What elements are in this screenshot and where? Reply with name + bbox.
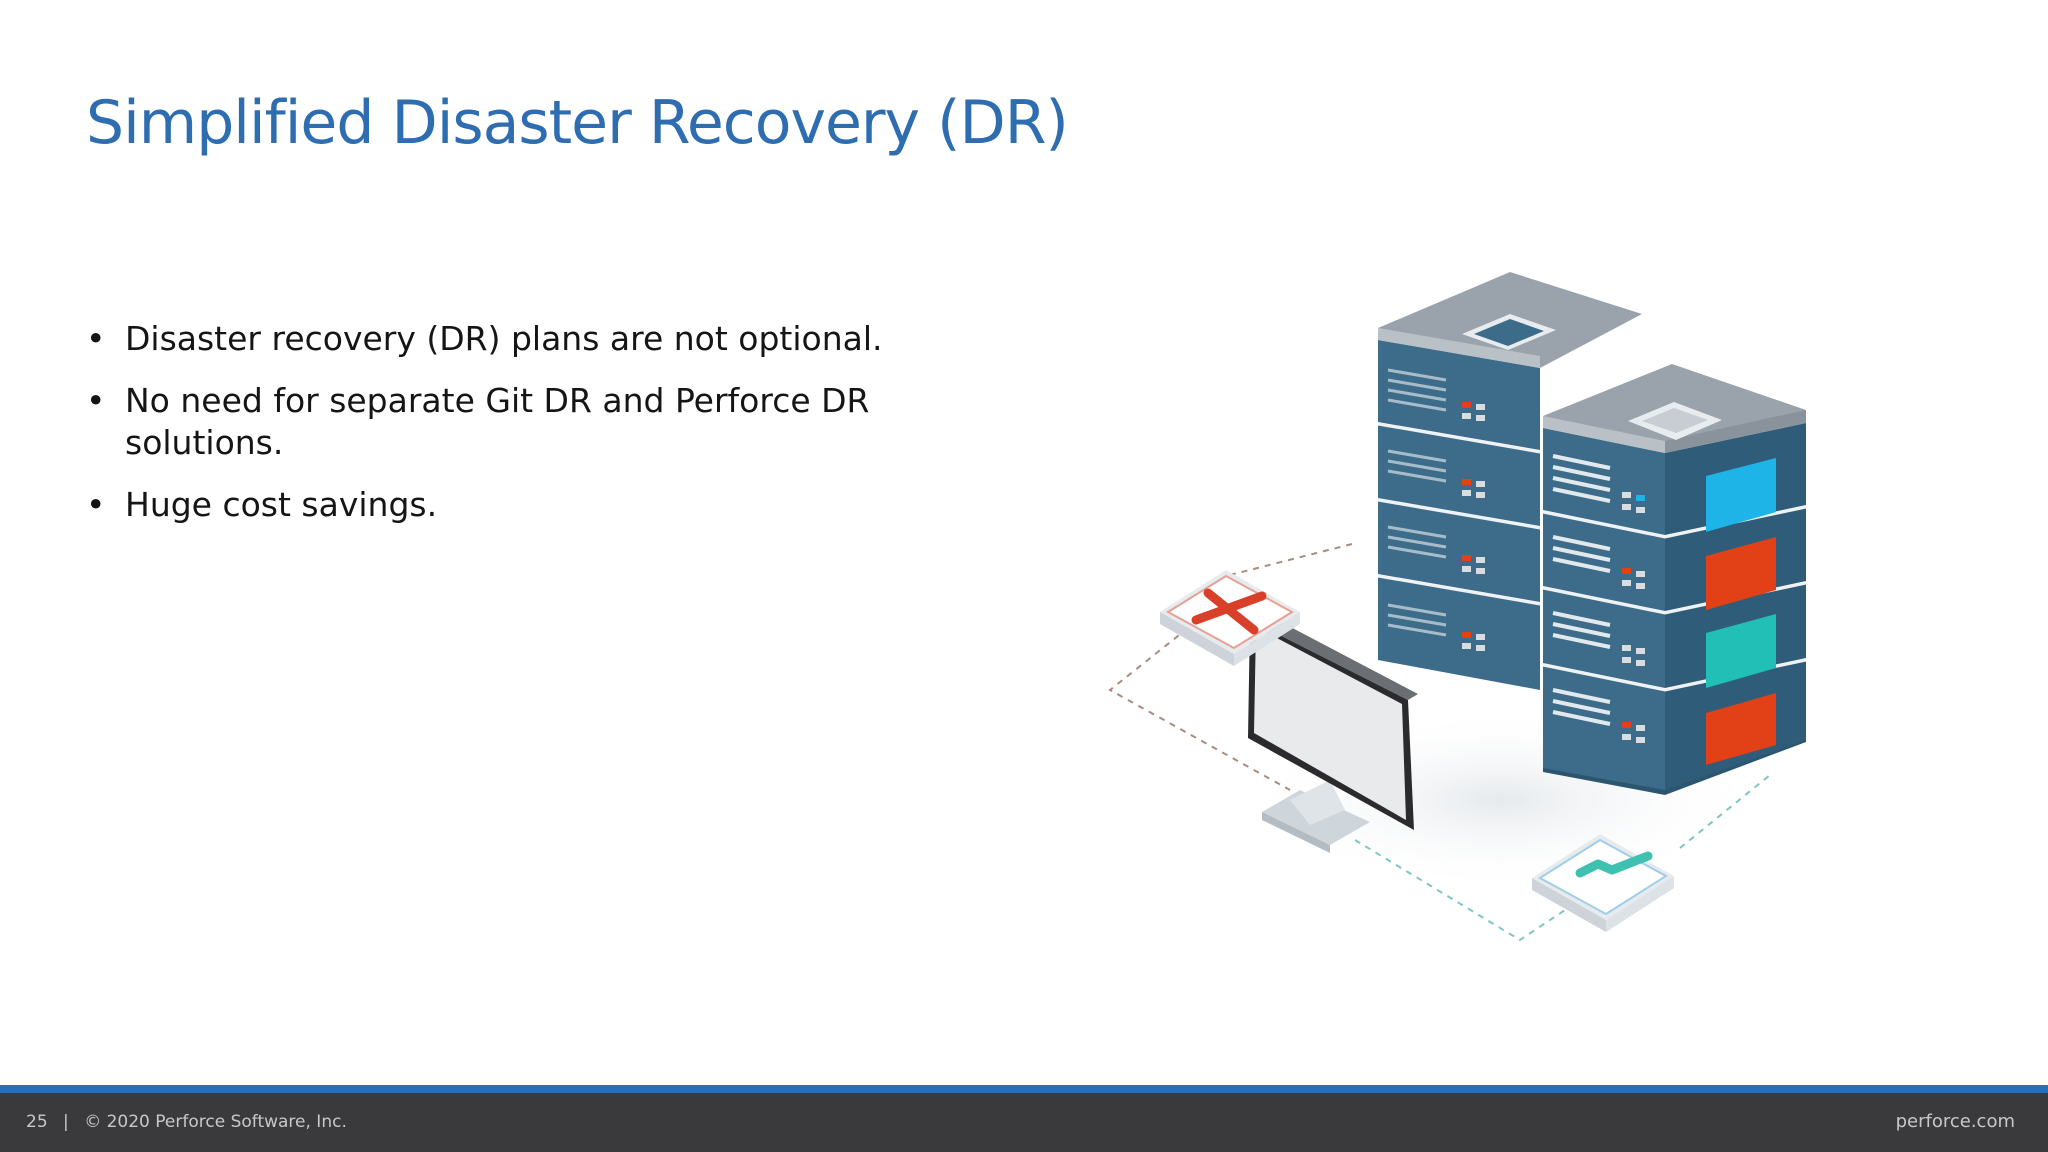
bullet-icon: • bbox=[86, 319, 106, 358]
bullet-text: Disaster recovery (DR) plans are not opt… bbox=[125, 319, 883, 358]
slide-footer: 25 | © 2020 Perforce Software, Inc. perf… bbox=[0, 1093, 2048, 1152]
monitor-icon bbox=[1248, 612, 1418, 853]
server-stack-icon bbox=[1542, 364, 1807, 795]
bullet-text: Huge cost savings. bbox=[125, 485, 438, 524]
page-number: 25 bbox=[26, 1112, 48, 1132]
bullet-list: • Disaster recovery (DR) plans are not o… bbox=[86, 318, 906, 546]
bullet-text: No need for separate Git DR and Perforce… bbox=[125, 381, 870, 462]
footer-accent-stripe bbox=[0, 1085, 2048, 1093]
bullet-item: • Disaster recovery (DR) plans are not o… bbox=[86, 318, 906, 360]
success-check-icon bbox=[1532, 834, 1674, 932]
bullet-item: • No need for separate Git DR and Perfor… bbox=[86, 380, 906, 464]
disaster-recovery-illustration bbox=[1108, 272, 1807, 942]
failure-x-icon bbox=[1160, 570, 1300, 666]
server-stack-icon bbox=[1377, 272, 1642, 690]
copyright-text: © 2020 Perforce Software, Inc. bbox=[84, 1112, 347, 1132]
bullet-item: • Huge cost savings. bbox=[86, 484, 906, 526]
slide-title: Simplified Disaster Recovery (DR) bbox=[86, 88, 1069, 158]
footer-separator: | bbox=[63, 1112, 69, 1132]
bullet-icon: • bbox=[86, 485, 106, 524]
website-link[interactable]: perforce.com bbox=[1895, 1111, 2015, 1132]
bullet-icon: • bbox=[86, 381, 106, 420]
